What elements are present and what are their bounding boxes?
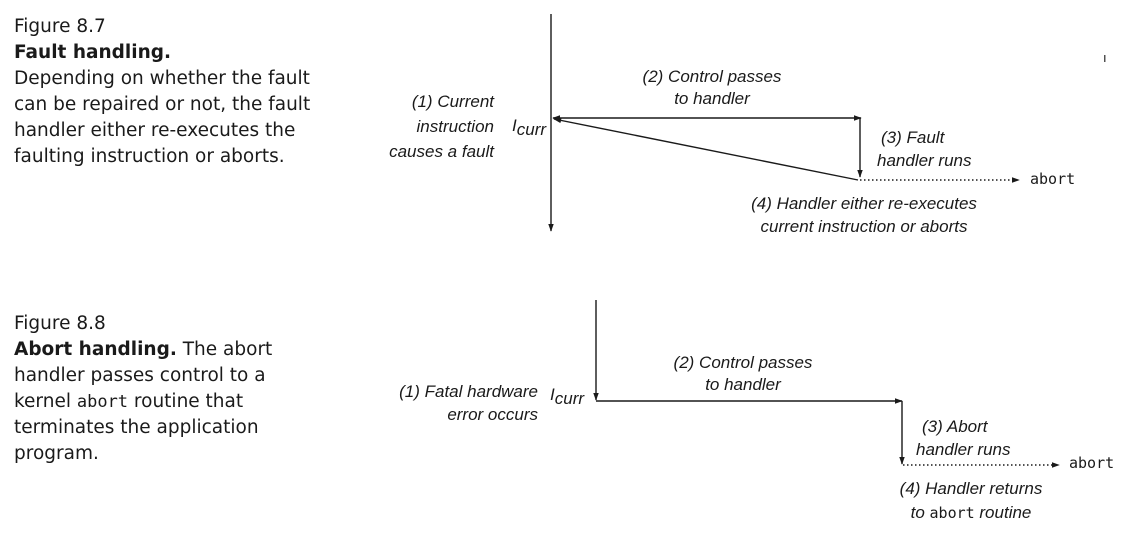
step-2-label: to handler [674,89,751,108]
step-4-label: (4) Handler either re-executes [751,194,977,213]
step-1-label: (1) Fatal hardware [399,382,538,401]
abort-label: abort [1030,170,1075,188]
step-2-label: (2) Control passes [674,353,813,372]
figure-title: Fault handling. [14,42,172,63]
abort-handling-diagram: (1) Fatal hardware error occurs Icurr (2… [399,300,1114,522]
step-1-label: error occurs [447,405,538,424]
figure-caption-text: Depending on whether the fault can be re… [14,68,311,167]
step-3-label: (3) Fault [881,128,946,147]
reexecute-return-arrow [553,117,859,181]
figure-caption-text: routine that terminates the application … [14,391,259,464]
step-3-label: (3) Abort [922,417,989,436]
step-4-label: (4) Handler returns [900,479,1043,498]
icurr-symbol: Icurr [512,116,547,139]
fault-handling-diagram: (1) Current instruction causes a fault I… [389,14,1107,236]
figure-title: Abort handling. [14,339,177,360]
stray-mark: ı [1103,50,1107,65]
step-3-label: handler runs [877,151,972,170]
abort-label: abort [1069,454,1114,472]
step-2-label: (2) Control passes [643,67,782,86]
icurr-symbol: Icurr [550,385,585,408]
caption-code: abort [76,392,129,412]
step-2-label: to handler [705,375,782,394]
figure-number: Figure 8.8 [14,313,106,334]
figure-8-8-caption: Figure 8.8 Abort handling. The abort han… [14,311,314,467]
figure-number: Figure 8.7 [14,16,106,37]
figure-8-7-caption: Figure 8.7 Fault handling. Depending on … [14,14,314,170]
step-1-label: (1) Current [412,92,495,111]
step-4-label: current instruction or aborts [761,217,968,236]
step-1-label: causes a fault [389,142,495,161]
step-4-label: to abort routine [911,503,1032,522]
figure-caption-text: The abort handler passes control to a ke… [14,339,273,412]
step-1-label: instruction [417,117,494,136]
step-3-label: handler runs [916,440,1011,459]
